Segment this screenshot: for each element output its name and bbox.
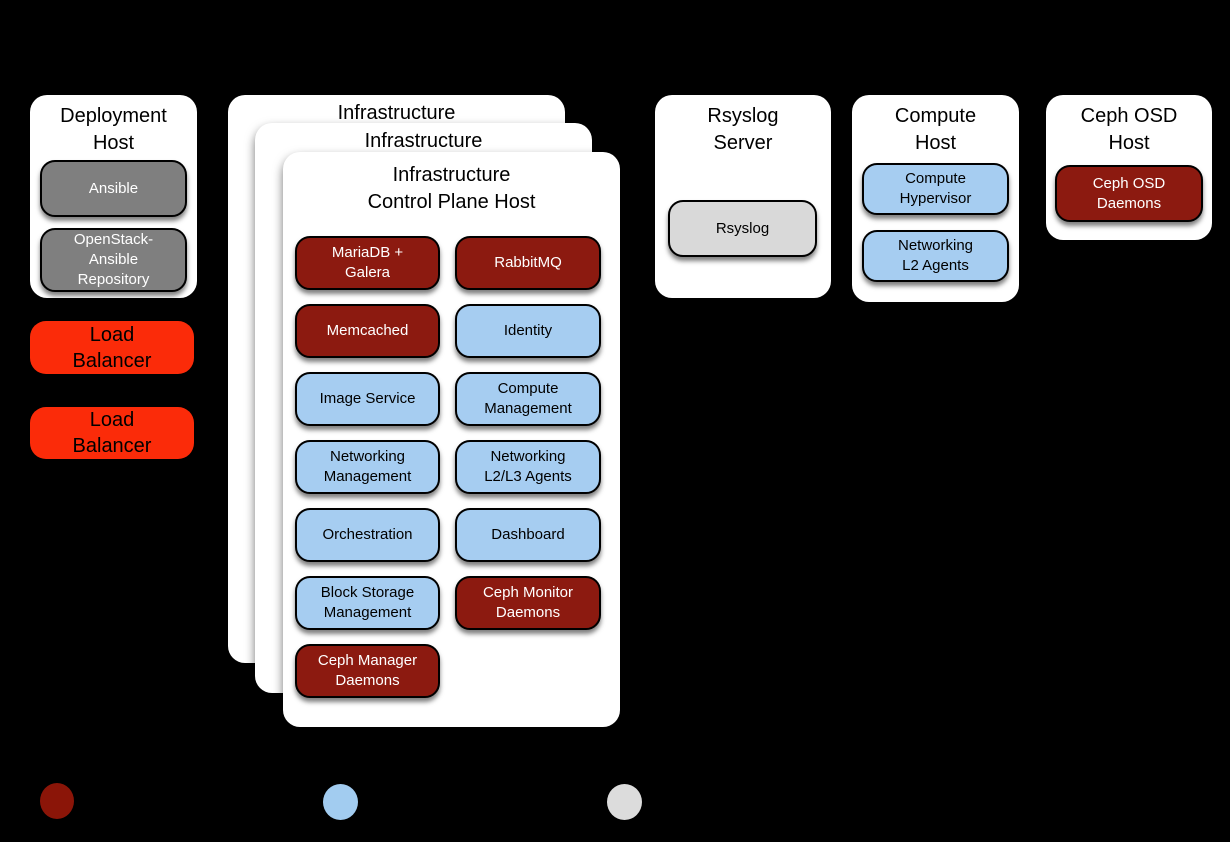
rsyslog-server-title: Rsyslog Server [707, 105, 779, 154]
load-balancer-1: Load Balancer [30, 321, 194, 374]
host-card-compute: Compute Host Compute Hypervisor Networki… [852, 95, 1019, 302]
service-compute-management: Compute Management [455, 372, 601, 426]
service-block-storage-management: Block Storage Management [295, 576, 440, 630]
service-rabbitmq: RabbitMQ [455, 236, 601, 290]
service-memcached: Memcached [295, 304, 440, 358]
ceph-osd-host-title: Ceph OSD Host [1080, 105, 1178, 154]
load-balancer-2: Load Balancer [30, 407, 194, 459]
service-compute-hypervisor: Compute Hypervisor [862, 163, 1009, 215]
deployment-host-title: Deployment Host [60, 105, 167, 154]
service-ceph-monitor-daemons: Ceph Monitor Daemons [455, 576, 601, 630]
host-card-ceph-osd: Ceph OSD Host Ceph OSD Daemons [1046, 95, 1212, 240]
service-identity: Identity [455, 304, 601, 358]
service-networking-l2l3-agents: Networking L2/L3 Agents [455, 440, 601, 494]
compute-host-title: Compute Host [894, 105, 977, 154]
service-networking-l2-agents: Networking L2 Agents [862, 230, 1009, 282]
service-dashboard: Dashboard [455, 508, 601, 562]
legend-dot-infrastructure-service [40, 783, 74, 819]
service-orchestration: Orchestration [295, 508, 440, 562]
host-card-rsyslog: Rsyslog Server Rsyslog [655, 95, 831, 298]
service-ceph-osd-daemons: Ceph OSD Daemons [1055, 165, 1203, 222]
legend-dot-openstack-service [323, 784, 358, 820]
host-card-deployment: Deployment Host Ansible OpenStack- Ansib… [30, 95, 197, 298]
service-rsyslog: Rsyslog [668, 200, 817, 257]
host-card-infrastructure-front: Infrastructure Control Plane Host MariaD… [283, 152, 620, 727]
service-image-service: Image Service [295, 372, 440, 426]
service-mariadb-galera: MariaDB + Galera [295, 236, 440, 290]
legend-dot-support-service [607, 784, 642, 820]
infrastructure-host-title: Infrastructure Control Plane Host [367, 164, 536, 213]
service-networking-management: Networking Management [295, 440, 440, 494]
service-ceph-manager-daemons: Ceph Manager Daemons [295, 644, 440, 698]
service-ansible: Ansible [40, 160, 187, 217]
service-openstack-ansible-repository: OpenStack- Ansible Repository [40, 228, 187, 292]
